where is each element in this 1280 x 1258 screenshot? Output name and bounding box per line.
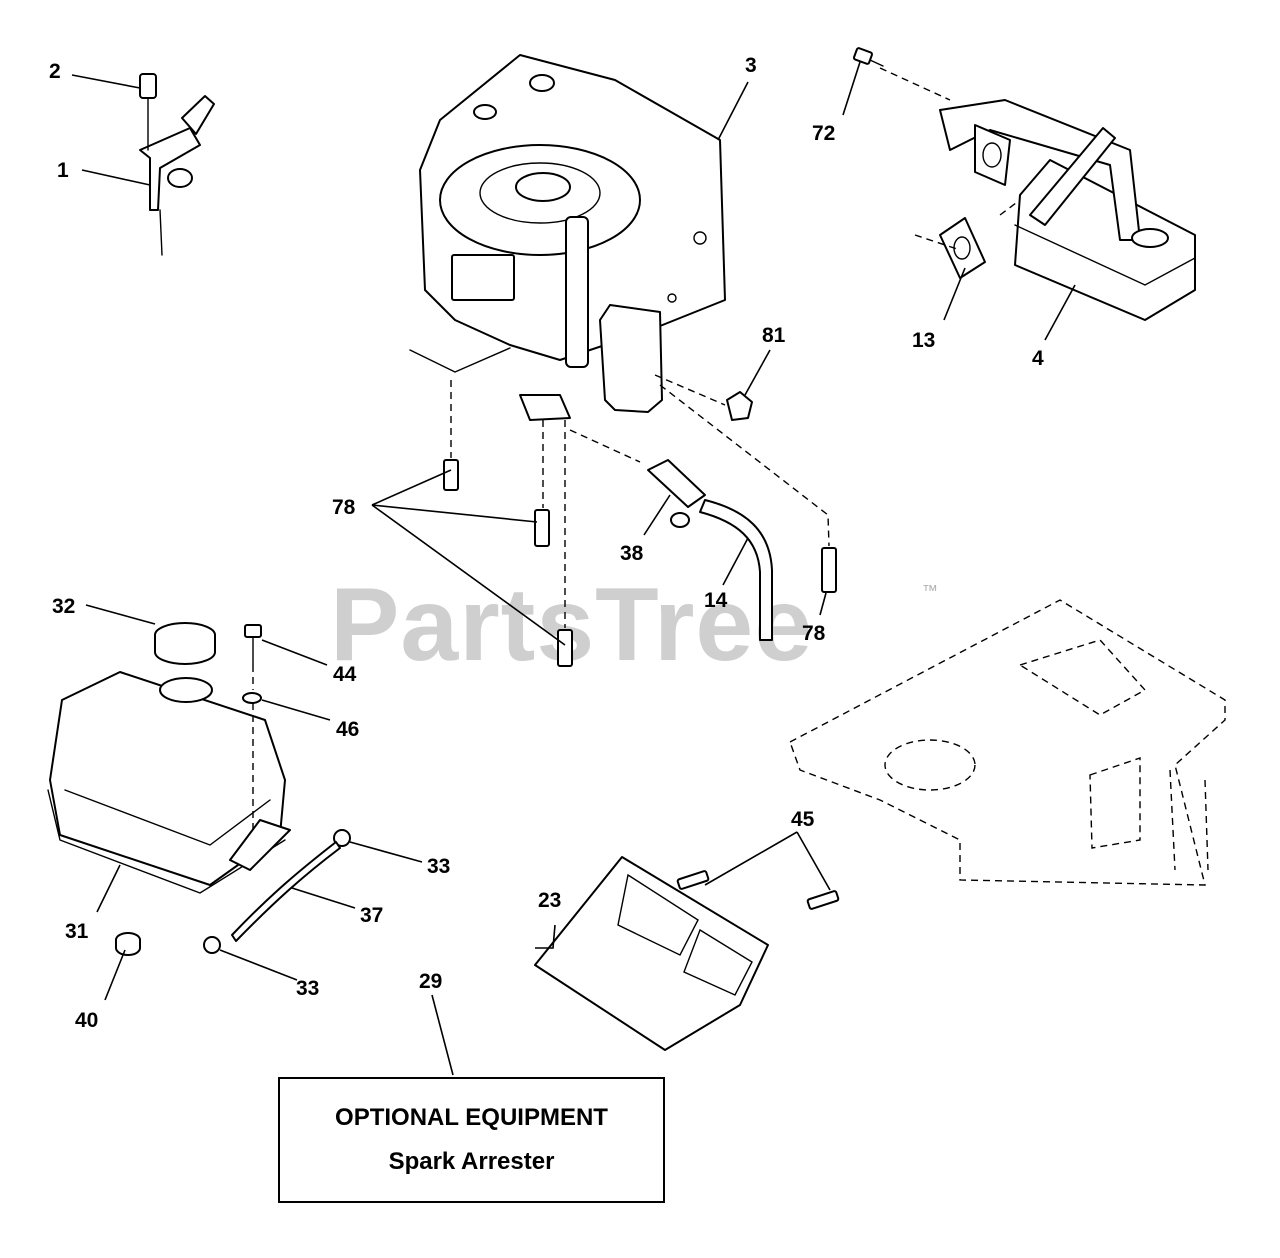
callout-3: 3: [745, 54, 757, 77]
hose-clamp-part: [203, 829, 351, 954]
callout-31: 31: [65, 920, 89, 943]
fuel-filter-part: [569, 429, 706, 528]
washer-46-part: [242, 692, 262, 704]
callout-33-lower: 33: [296, 977, 319, 1000]
callout-2: 2: [49, 60, 61, 83]
callout-45: 45: [791, 808, 815, 831]
callout-23: 23: [538, 889, 561, 912]
muffler-part: [939, 99, 1196, 321]
callout-37: 37: [360, 904, 383, 927]
fuel-cap-part: [154, 622, 216, 665]
optional-equipment-box: OPTIONAL EQUIPMENT Spark Arrester: [278, 1077, 665, 1203]
spark-arrester-label: Spark Arrester: [388, 1148, 555, 1175]
callout-46: 46: [336, 718, 359, 741]
fuel-line-part: [231, 841, 341, 942]
callout-44: 44: [333, 663, 357, 686]
callout-81: 81: [762, 324, 786, 347]
chassis-frame: [789, 599, 1226, 886]
bushing-part: [115, 932, 141, 956]
callout-33-upper: 33: [427, 855, 450, 878]
fuel-tank-part: [47, 671, 291, 894]
callout-38: 38: [620, 542, 644, 565]
callout-78-left: 78: [332, 496, 356, 519]
heat-shield-part: [534, 856, 769, 1051]
callout-1: 1: [57, 159, 69, 182]
callout-72: 72: [812, 122, 835, 145]
callout-32: 32: [52, 595, 75, 618]
fuel-hose-part: [699, 499, 773, 641]
callout-78-right: 78: [802, 622, 826, 645]
throttle-control-part: [139, 73, 215, 256]
optional-equipment-title: OPTIONAL EQUIPMENT: [335, 1104, 608, 1131]
engine-part: [409, 54, 726, 421]
callout-14: 14: [704, 589, 728, 612]
callout-40: 40: [75, 1009, 98, 1032]
watermark-trademark: ™: [922, 583, 938, 600]
leader-lines: [71, 61, 1076, 1076]
screw-45-part: [676, 870, 840, 910]
callout-29: 29: [419, 970, 442, 993]
exhaust-gasket-part: [939, 124, 1011, 279]
callout-13: 13: [912, 329, 935, 352]
nut-81-part: [726, 391, 753, 421]
screw-44-part: [244, 624, 262, 666]
callout-4: 4: [1032, 347, 1044, 370]
bolt-78-part: [443, 459, 837, 667]
bolt-72-part: [852, 47, 884, 67]
